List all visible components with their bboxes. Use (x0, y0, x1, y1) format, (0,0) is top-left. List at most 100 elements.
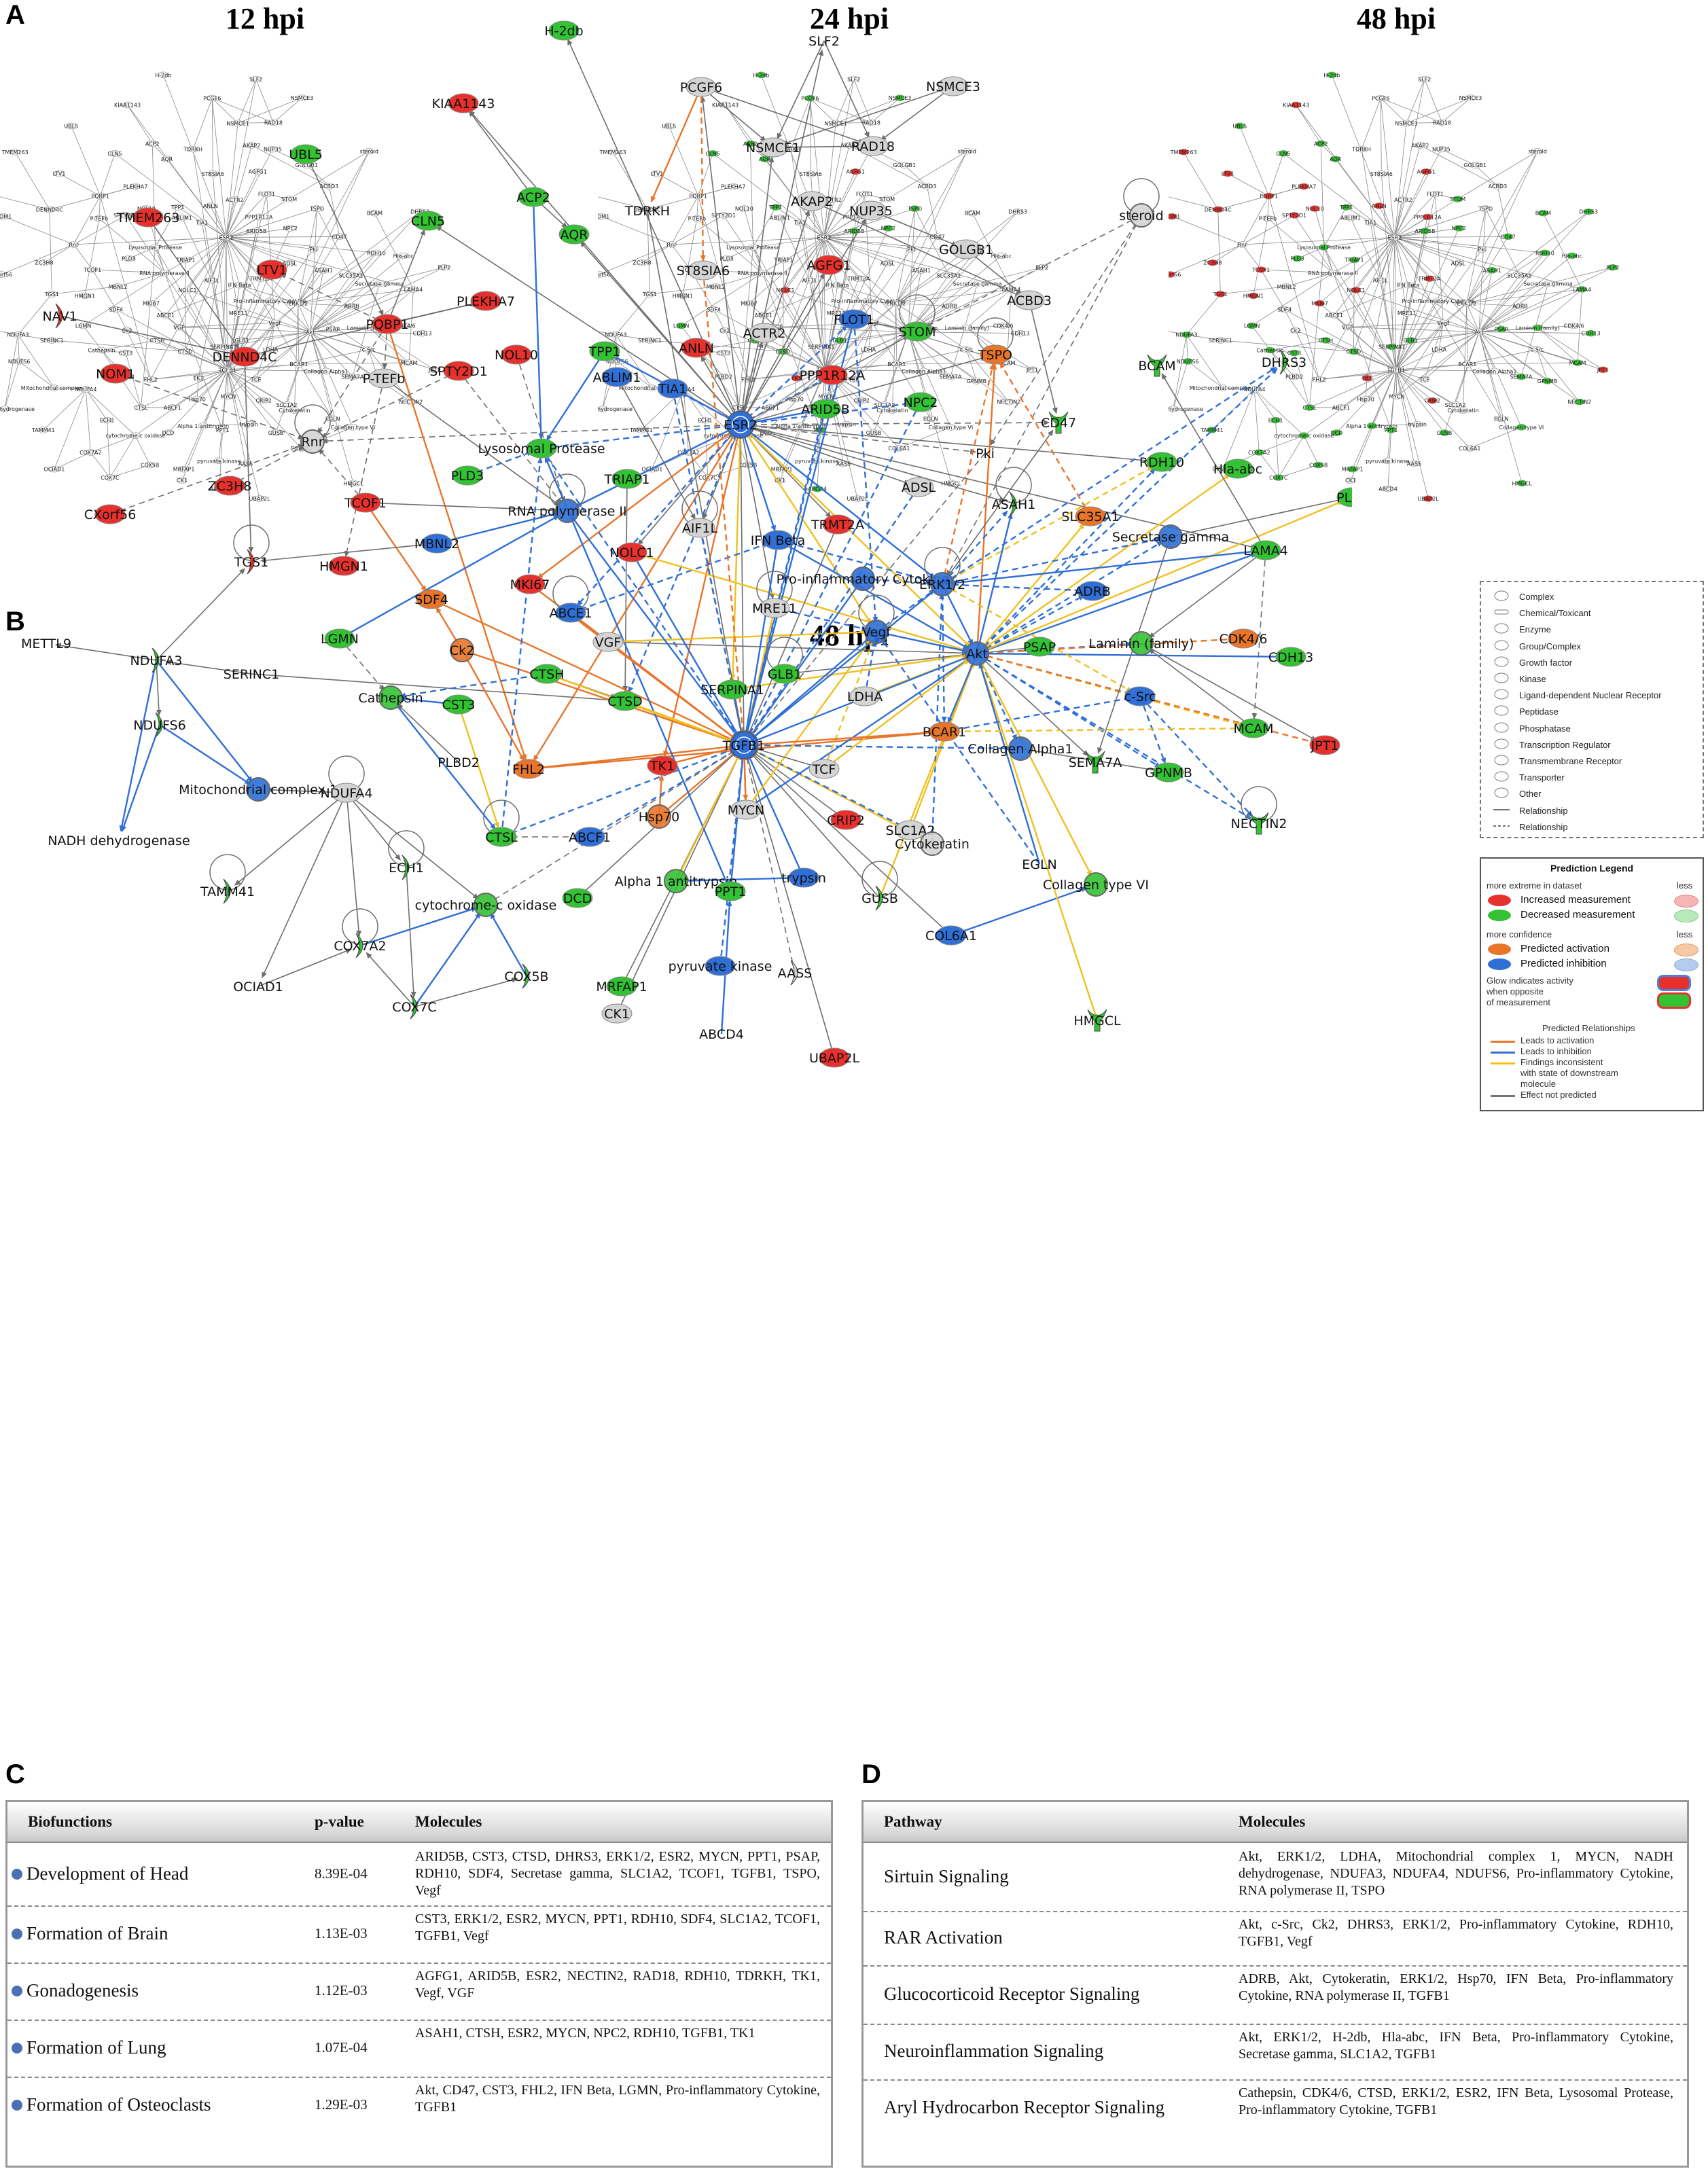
node-actr2[interactable]: ACTR2 (743, 323, 786, 343)
node-plbd2[interactable]: PLBD2 (438, 755, 480, 770)
node-tcf[interactable]: TCF (808, 759, 840, 779)
node-vgf[interactable]: VGF (592, 632, 624, 652)
node-secretase-gamma[interactable]: Secretase gamma (1112, 524, 1229, 549)
node-abcd4[interactable]: ABCD4 (699, 1027, 744, 1042)
node-aif1l[interactable]: AIF1L (682, 518, 718, 538)
node-pyruvate-kinase[interactable]: pyruvate kinase (669, 956, 772, 976)
node-glb1[interactable]: GLB1 (768, 664, 802, 684)
node-plp2[interactable]: PLP2 (1336, 487, 1352, 507)
node-trmt2a[interactable]: TRMT2A (811, 514, 864, 535)
node-ltv1[interactable]: LTV1 (256, 259, 287, 280)
node-dhrs3[interactable]: DHRS3 (1262, 349, 1306, 375)
node-lgmn[interactable]: LGMN (321, 628, 359, 649)
node-pki[interactable]: Pki (976, 446, 995, 461)
node-cox7a2[interactable]: COX7A2 (334, 933, 387, 958)
node-stom[interactable]: STOM (898, 321, 936, 342)
node-psap[interactable]: PSAP (1023, 637, 1056, 657)
node-anln[interactable]: ANLN (679, 338, 714, 358)
node-tmem263[interactable]: TMEM263 (116, 207, 180, 228)
node-bcar1[interactable]: BCAR1 (923, 721, 966, 742)
node-serpina1[interactable]: SERPINA1 (700, 679, 764, 700)
node-asah1[interactable]: ASAH1 (992, 491, 1036, 517)
node-nectin2[interactable]: NECTIN2 (1231, 812, 1287, 835)
node-tamm41[interactable]: TAMM41 (200, 878, 255, 904)
node-agfg1[interactable]: AGFG1 (806, 255, 851, 275)
node-rdh10[interactable]: RDH10 (1139, 452, 1184, 472)
node-collagen-type-vi[interactable]: Collagen type VI (1043, 872, 1149, 897)
node-ablim1[interactable]: ABLIM1 (593, 367, 641, 387)
node-st8sia6[interactable]: ST8SIA6 (677, 260, 730, 281)
node-triap1[interactable]: TRIAP1 (604, 469, 650, 489)
node-sema7a[interactable]: SEMA7A (1069, 751, 1122, 774)
node-cln5[interactable]: CLN5 (411, 211, 445, 231)
node-hla-abc[interactable]: Hla-abc (1213, 459, 1262, 479)
node-ctsl[interactable]: CTSL (485, 827, 518, 847)
node-p-tefb[interactable]: P-TEFb (363, 368, 406, 389)
node-laminin-family[interactable]: Laminin (family) (1089, 631, 1194, 656)
node-arid5b[interactable]: ARID5B (801, 399, 850, 419)
node-cxorf56[interactable]: CXorf56 (84, 504, 137, 524)
node-flot1[interactable]: FLOT1 (834, 309, 874, 329)
node-rnr[interactable]: Rnr (300, 429, 325, 454)
node-ctsh[interactable]: CTSH (529, 664, 565, 684)
node-ldha[interactable]: LDHA (847, 686, 883, 706)
node-dcd[interactable]: DCD (562, 888, 593, 908)
node-cox7c[interactable]: COX7C (392, 994, 437, 1020)
node-gpnmb[interactable]: GPNMB (1145, 762, 1192, 783)
node-ubl5[interactable]: UBL5 (289, 144, 323, 164)
node-tpp1[interactable]: TPP1 (588, 341, 621, 361)
node-tia1[interactable]: TIA1 (657, 378, 688, 399)
node-nadh-dehydrogenase[interactable]: NADH dehydrogenase (48, 833, 190, 848)
node-mcam[interactable]: MCAM (1233, 718, 1274, 738)
node-zc3h8[interactable]: ZC3H8 (208, 476, 252, 496)
node-adsl[interactable]: ADSL (902, 477, 936, 497)
node-hsp70[interactable]: Hsp70 (639, 804, 679, 829)
node-npc2[interactable]: NPC2 (903, 392, 938, 412)
node-cytochrome-c-oxidase[interactable]: cytochrome-c oxidase (415, 893, 557, 917)
node-rad18[interactable]: RAD18 (851, 136, 895, 156)
node-ppp1r12a[interactable]: PPP1R12A (800, 365, 866, 385)
node-golgb1[interactable]: GOLGB1 (939, 239, 993, 259)
node-akt[interactable]: Akt (965, 641, 989, 666)
node-mrfap1[interactable]: MRFAP1 (596, 976, 647, 997)
node-col6a1[interactable]: COL6A1 (925, 925, 977, 946)
node-lysosomal-protease[interactable]: Lysosomal Protease (478, 438, 605, 459)
node-mki67[interactable]: MKI67 (510, 574, 550, 594)
node-h-2db[interactable]: H-2db (544, 20, 584, 41)
node-tcof1[interactable]: TCOF1 (344, 492, 387, 513)
node-slc35a1[interactable]: SLC35A1 (1061, 506, 1120, 526)
node-collagen-alpha1[interactable]: Collagen Alpha1 (967, 736, 1073, 761)
node-nsmce3[interactable]: NSMCE3 (926, 76, 980, 96)
node-nsmce1[interactable]: NSMCE1 (746, 137, 800, 158)
node-steroid[interactable]: steroid (1119, 203, 1164, 228)
node-hmgn1[interactable]: HMGN1 (319, 556, 368, 576)
node-gusb[interactable]: GUSB (861, 885, 898, 911)
node-cox5b[interactable]: COX5B (504, 963, 549, 989)
node-aqr[interactable]: AQR (558, 224, 590, 245)
node-akap2[interactable]: AKAP2 (791, 191, 833, 211)
node-tdrkh[interactable]: TDRKH (624, 204, 670, 219)
node-acp2[interactable]: ACP2 (516, 187, 550, 207)
node-rna-polymerase-ii[interactable]: RNA polymerase II (508, 499, 627, 523)
node-ndufa4[interactable]: NDUFA4 (320, 783, 373, 803)
node-ubap2l[interactable]: UBAP2L (809, 1047, 859, 1068)
node-nav1[interactable]: NAV1 (42, 303, 77, 329)
node-ck2[interactable]: Ck2 (450, 638, 474, 662)
node-serinc1[interactable]: SERINC1 (224, 667, 279, 682)
node-mre11[interactable]: MRE11 (752, 598, 797, 618)
node-plekha7[interactable]: PLEKHA7 (457, 291, 515, 311)
node-acbd3[interactable]: ACBD3 (1007, 290, 1052, 310)
node-mbnl2[interactable]: MBNL2 (414, 533, 459, 554)
node-nolc1[interactable]: NOLC1 (609, 542, 654, 562)
node-c-src[interactable]: c-Src (1124, 686, 1156, 706)
node-pqbp1[interactable]: PQBP1 (366, 314, 409, 334)
node-cdh13[interactable]: CDH13 (1268, 647, 1313, 667)
node-ppt1[interactable]: PPT1 (715, 881, 747, 901)
node-tk1[interactable]: TK1 (647, 755, 678, 776)
node-ifn-beta[interactable]: IFN Beta (751, 530, 806, 550)
node-ck1[interactable]: CK1 (601, 1003, 633, 1024)
node-jpt1[interactable]: JPT1 (1309, 735, 1340, 755)
node-tgs1[interactable]: TGS1 (234, 549, 268, 575)
node-crip2[interactable]: CRIP2 (827, 810, 865, 830)
node-mettl9[interactable]: METTL9 (21, 637, 71, 651)
